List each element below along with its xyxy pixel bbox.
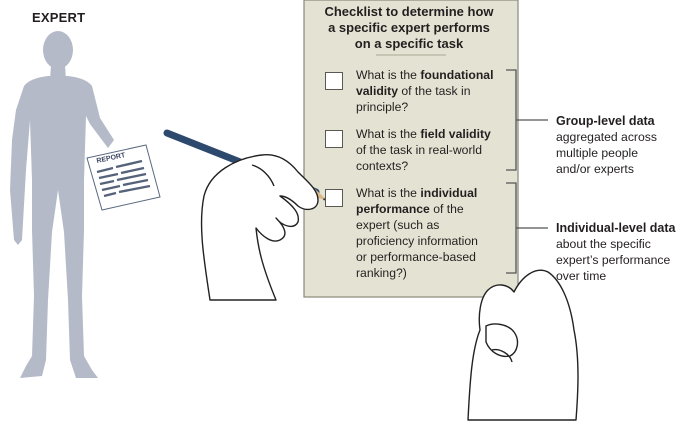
group-level-title: Group-level data bbox=[556, 114, 655, 128]
group-level-desc-line: aggregated across bbox=[556, 130, 657, 144]
checklist-title-line: a specific expert performs bbox=[328, 20, 490, 35]
checklist-item-line: of the task in real-world bbox=[356, 143, 482, 157]
checklist-item-line: What is the individual bbox=[356, 186, 478, 200]
bold-term: performance bbox=[356, 202, 430, 216]
writing-hand-icon bbox=[200, 154, 319, 301]
checklist-item-line: principle? bbox=[356, 100, 409, 114]
checkbox-field-validity[interactable] bbox=[325, 130, 343, 148]
group-level-desc-line: and/or experts bbox=[556, 162, 634, 176]
bold-term: foundational bbox=[420, 68, 494, 82]
individual-level-desc-line: expert’s performance bbox=[556, 253, 671, 267]
checklist-item-line: validity of the task in bbox=[356, 84, 471, 98]
group-level-bracket bbox=[506, 69, 548, 171]
checklist-item-foundational-validity: What is the foundational validity of the … bbox=[356, 67, 514, 115]
group-level-description: aggregated across multiple people and/or… bbox=[556, 129, 657, 177]
checklist-item-line: expert (such as bbox=[356, 218, 440, 232]
report-paper: REPORT bbox=[86, 144, 161, 211]
checklist-item-field-validity: What is the field validity of the task in… bbox=[356, 126, 514, 174]
expert-label: EXPERT bbox=[32, 10, 86, 25]
individual-level-bracket bbox=[506, 182, 548, 274]
checklist-item-line: performance of the bbox=[356, 202, 464, 216]
individual-level-title: Individual-level data bbox=[556, 221, 676, 235]
checklist-item-line: or performance-based bbox=[356, 250, 476, 264]
checklist-card bbox=[303, 0, 519, 298]
expert-silhouette-icon bbox=[10, 31, 114, 378]
bold-term: individual bbox=[420, 186, 478, 200]
checklist-item-individual-performance: What is the individual performance of the… bbox=[356, 185, 514, 281]
checklist-item-line: ranking?) bbox=[356, 266, 407, 280]
holding-hand-icon bbox=[467, 269, 579, 421]
checklist-title-line: Checklist to determine how bbox=[324, 4, 494, 19]
checklist-item-line: What is the field validity bbox=[356, 127, 491, 141]
individual-level-description: about the specific expert’s performance … bbox=[556, 236, 670, 284]
checklist-item-line: proficiency information bbox=[356, 234, 478, 248]
brackets bbox=[506, 69, 548, 274]
checklist-item-line: What is the foundational bbox=[356, 68, 494, 82]
checklist-title-line: on a specific task bbox=[354, 36, 464, 51]
checkbox-individual-performance[interactable] bbox=[325, 189, 343, 207]
bold-term: field validity bbox=[420, 127, 491, 141]
checklist-title: Checklist to determine how a specific ex… bbox=[306, 4, 512, 52]
checklist-item-line: contexts? bbox=[356, 159, 409, 173]
group-level-desc-line: multiple people bbox=[556, 146, 638, 160]
individual-level-desc-line: about the specific bbox=[556, 237, 651, 251]
individual-level-desc-line: over time bbox=[556, 269, 607, 283]
checkbox-foundational-validity[interactable] bbox=[325, 72, 343, 90]
bold-term: validity bbox=[356, 84, 398, 98]
